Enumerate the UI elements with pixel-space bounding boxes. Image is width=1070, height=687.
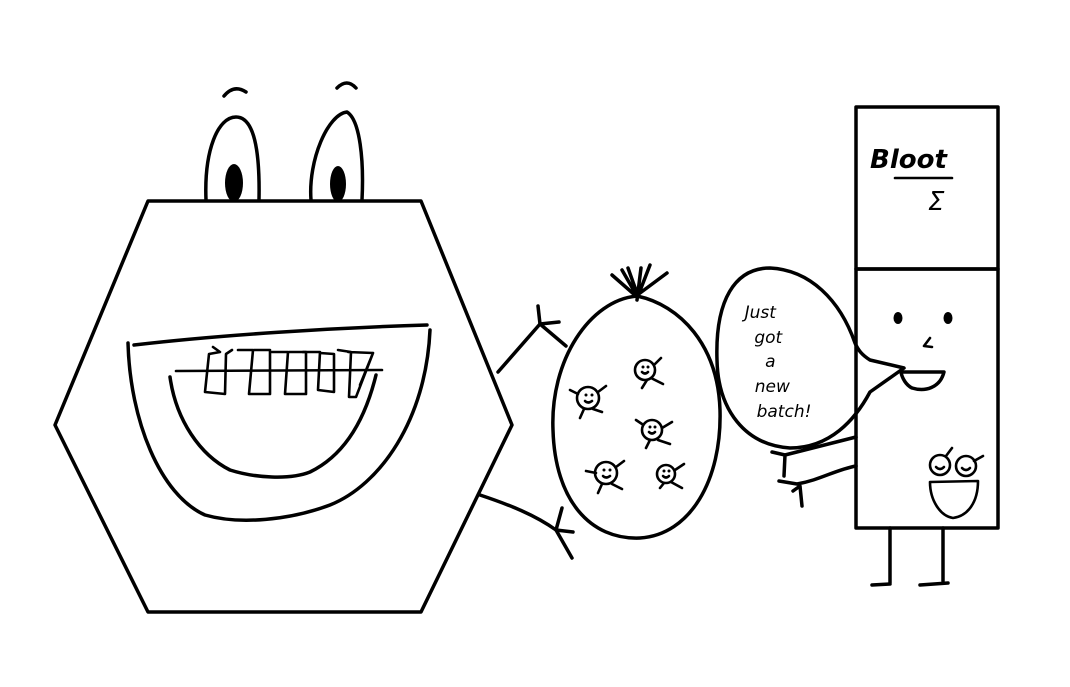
sack-creature — [634, 418, 674, 450]
bubble-line-4: new — [755, 377, 790, 397]
box-right-leg — [918, 526, 950, 587]
box-upper-arm — [770, 435, 858, 478]
monster-upper-arm — [496, 304, 568, 374]
box-head-panel — [854, 105, 1000, 271]
speech-bubble: Just got a new batch! — [715, 266, 906, 450]
box-lower-arm — [777, 464, 858, 508]
bubble-line-3: a — [765, 352, 775, 372]
box-mouth-icon — [899, 370, 946, 392]
box-left-leg — [870, 526, 892, 587]
bubble-line-2: got — [754, 328, 783, 348]
egg-sack — [551, 263, 722, 540]
pocket-creature — [928, 446, 954, 477]
left-eye-icon — [204, 115, 261, 202]
hexagon-body — [53, 199, 514, 614]
sack-body — [551, 294, 722, 540]
box-character: Bloot Σ — [770, 105, 1000, 587]
svg-text:Just got a n: Just got a new batch! — [742, 303, 812, 422]
sack-creature — [568, 384, 608, 420]
box-body-panel — [854, 267, 1000, 530]
teeth — [174, 345, 384, 399]
sack-creature — [584, 459, 626, 495]
bubble-line-1: Just — [742, 303, 778, 323]
left-eyebrow-icon — [222, 87, 248, 98]
right-eye-icon — [308, 110, 365, 202]
sack-tie-icon — [610, 263, 669, 302]
right-eyebrow-icon — [335, 81, 358, 90]
mouth-outer — [126, 323, 432, 522]
bubble-line-5: batch! — [757, 402, 812, 422]
box-sign-text: Bloot — [870, 145, 948, 175]
box-sign-symbol: Σ — [928, 187, 945, 217]
box-nose-icon — [922, 336, 934, 349]
monster-lower-arm — [478, 493, 575, 560]
box-right-eye-icon — [943, 312, 953, 324]
hexagon-monster — [53, 81, 575, 614]
sack-creature — [633, 356, 665, 390]
box-left-eye-icon — [893, 312, 903, 324]
pocket-creature — [954, 454, 985, 478]
mouth-inner-smile — [168, 373, 378, 479]
box-pocket — [928, 479, 980, 520]
sack-creature — [655, 462, 686, 490]
speech-bubble-outline — [715, 266, 906, 450]
